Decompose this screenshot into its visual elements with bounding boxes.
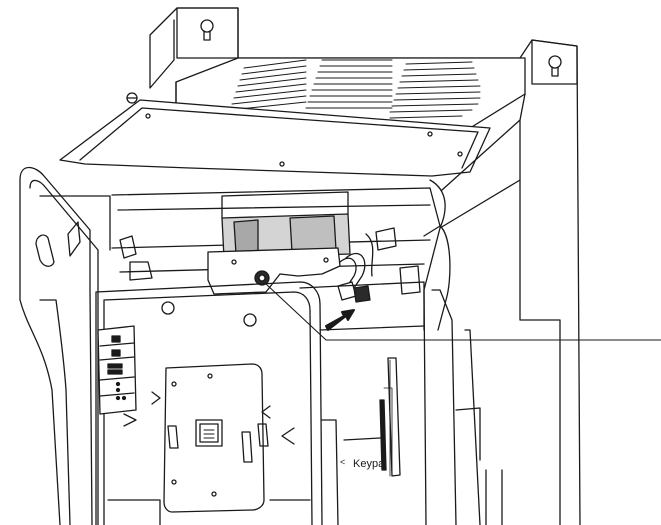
cable-plug [337, 281, 357, 301]
front-housing [19, 166, 93, 525]
right-mounting-tab [531, 39, 578, 85]
left-mounting-tab [176, 7, 239, 59]
lid-plate [59, 99, 491, 177]
chevron-right-icon [151, 391, 161, 405]
rj45-port-icon [195, 419, 223, 447]
insert-arrow-icon [325, 309, 355, 331]
vent-slots-middle [305, 59, 393, 109]
fan-connector [353, 285, 371, 303]
vent-slots-left [229, 59, 307, 111]
cooling-fan [221, 191, 351, 259]
left-keyhole-icon [200, 19, 214, 33]
right-clip [257, 423, 269, 447]
left-clip [167, 425, 179, 449]
callout-marker: < [340, 457, 345, 467]
led-indicator [111, 335, 121, 343]
keypad-edge-connector [387, 357, 401, 477]
callout-leader-line [265, 283, 661, 341]
chevron-left-icon [261, 405, 271, 419]
vent-slots-right [389, 61, 481, 119]
fan-cable [339, 252, 366, 295]
keypad-mounting-frame [95, 281, 323, 525]
right-keyhole-icon [548, 55, 562, 69]
keypad-label: Keypa [353, 458, 385, 470]
keypad-cradle [163, 363, 265, 513]
